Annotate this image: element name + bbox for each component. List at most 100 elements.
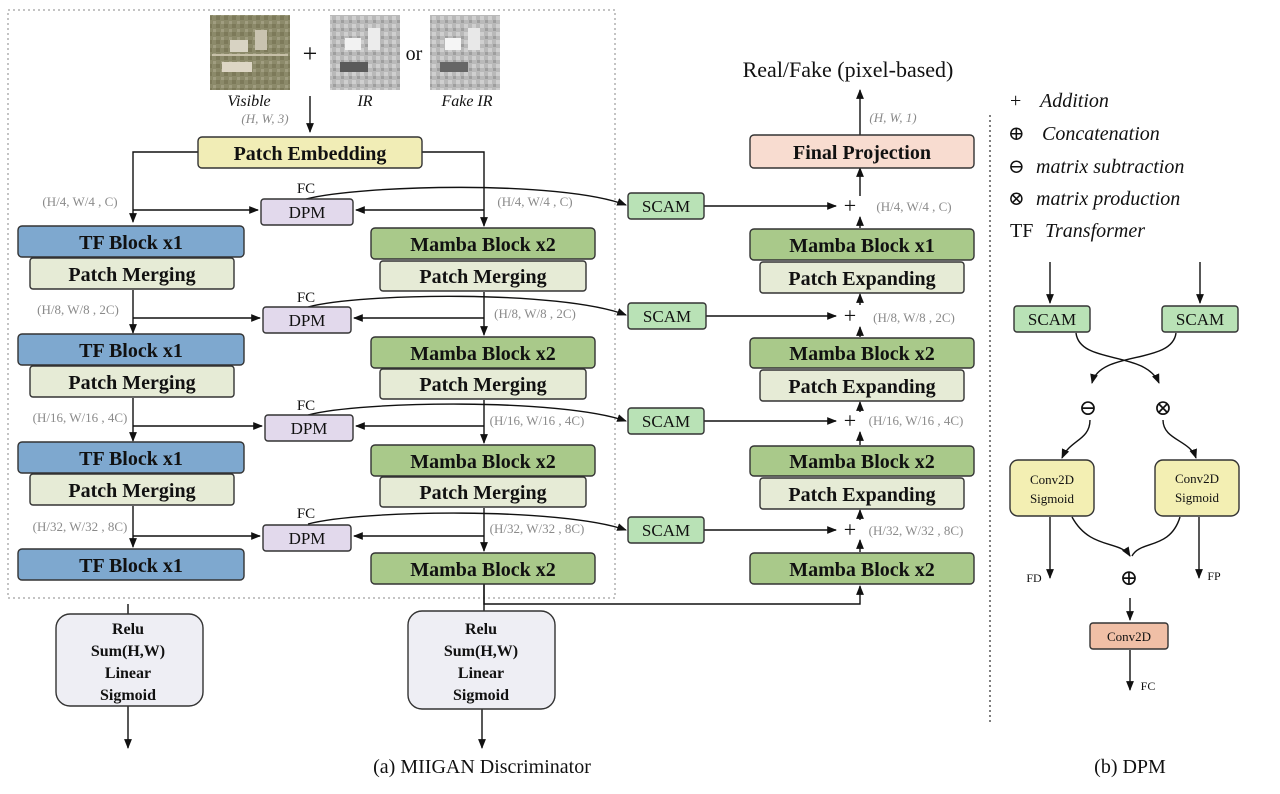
mamba-column (370, 227, 596, 585)
visible-label: Visible (227, 93, 270, 110)
middle-head-line-1: Relu (465, 621, 497, 638)
shape-right-2: (H/8, W/8 , 2C) (873, 310, 955, 325)
detail-conv2d-label: Conv2D (1107, 629, 1151, 644)
scam-boxes (627, 192, 707, 544)
fc-label-3: FC (297, 398, 315, 414)
dpm-boxes (260, 198, 354, 552)
scam-label-1: SCAM (642, 197, 690, 216)
detail-scam-left-label: SCAM (1028, 310, 1076, 329)
legend: + Addition ⊕ Concatenation ⊖ matrix subt… (1008, 90, 1184, 242)
tf-block-1-label: TF Block x1 (79, 232, 183, 254)
add-sign-1: + (844, 193, 856, 218)
shape-right-3: (H/16, W/16 , 4C) (869, 413, 964, 428)
fake-ir-label: Fake IR (440, 93, 492, 110)
patch-merging-mid-2-label: Patch Merging (419, 374, 546, 396)
dpm-detail (1009, 262, 1240, 691)
patch-merging-mid-3-label: Patch Merging (419, 482, 546, 504)
add-sign-4: + (844, 517, 856, 542)
tf-block-3-label: TF Block x1 (79, 448, 183, 470)
middle-head-line-2: Sum(H,W) (444, 643, 518, 660)
patch-embedding-label: Patch Embedding (234, 143, 387, 165)
left-head-line-1: Relu (112, 621, 144, 638)
mamba-block-1-label: Mamba Block x2 (410, 234, 556, 256)
bottleneck-arrow (483, 584, 864, 605)
detail-conv-left-line-1: Conv2D (1030, 472, 1074, 487)
left-head-line-3: Linear (105, 665, 151, 682)
detail-fc-label: FC (1141, 679, 1156, 693)
output-shape-label: (H, W, 1) (869, 110, 916, 125)
dpm-label-3: DPM (291, 419, 328, 438)
patch-merging-left-3-label: Patch Merging (68, 480, 195, 502)
tf-block-2-label: TF Block x1 (79, 340, 183, 362)
decoder-mamba-3-label: Mamba Block x2 (789, 451, 935, 473)
shape-mid-4: (H/32, W/32 , 8C) (490, 521, 585, 536)
middle-head-line-3: Linear (458, 665, 504, 682)
patch-merging-mid-1-label: Patch Merging (419, 266, 546, 288)
add-sign-3: + (844, 408, 856, 433)
or-label: or (406, 43, 423, 65)
patch-merging-left-1-label: Patch Merging (68, 264, 195, 286)
middle-head-line-4: Sigmoid (453, 687, 509, 704)
dpm-label-1: DPM (289, 203, 326, 222)
decoder-mamba-4-label: Mamba Block x2 (789, 559, 935, 581)
detail-conv-left-line-2: Sigmoid (1030, 491, 1075, 506)
patch-merging-left-2-label: Patch Merging (68, 372, 195, 394)
mamba-block-3-label: Mamba Block x2 (410, 451, 556, 473)
decoder-mamba-2-label: Mamba Block x2 (789, 343, 935, 365)
detail-fd-label: FD (1026, 571, 1042, 585)
embed-to-mamba-arrow (422, 151, 488, 227)
final-projection-label: Final Projection (793, 142, 931, 164)
add-sign-2: + (844, 303, 856, 328)
mamba-block-2-label: Mamba Block x2 (410, 343, 556, 365)
scam-to-add-arrows (704, 202, 837, 534)
fc-label-4: FC (297, 506, 315, 522)
detail-fp-label: FP (1207, 569, 1221, 583)
final-projection-block (749, 134, 975, 169)
left-head-line-4: Sigmoid (100, 687, 156, 704)
caption-b: (b) DPM (1094, 756, 1166, 778)
scam-label-3: SCAM (642, 412, 690, 431)
shape-right-1: (H/4, W/4 , C) (876, 199, 951, 214)
detail-times-symbol: ⊗ (1154, 395, 1172, 420)
shape-left-4: (H/32, W/32 , 8C) (33, 519, 128, 534)
middle-head-block (407, 610, 556, 710)
discriminator-region (7, 9, 616, 599)
visible-image (210, 15, 290, 90)
fc-label-2: FC (297, 290, 315, 306)
mamba-x1-label: Mamba Block x1 (789, 235, 935, 257)
ir-label: IR (356, 93, 372, 110)
embed-to-tf-arrow (129, 151, 198, 223)
ir-image (330, 15, 400, 90)
shape-mid-3: (H/16, W/16 , 4C) (490, 413, 585, 428)
output-label: Real/Fake (pixel-based) (743, 57, 954, 82)
shape-mid-2: (H/8, W/8 , 2C) (494, 306, 576, 321)
legend-text-3: matrix subtraction (1036, 156, 1184, 178)
patch-expanding-3-label: Patch Expanding (788, 484, 935, 506)
mamba-block-4-label: Mamba Block x2 (410, 559, 556, 581)
dpm-connectors (133, 206, 484, 540)
detail-conv-left-box (1009, 459, 1095, 517)
legend-symbol-3: ⊖ (1008, 156, 1025, 178)
left-head-line-2: Sum(H,W) (91, 643, 165, 660)
patch-expanding-1-label: Patch Expanding (788, 268, 935, 290)
detail-conv-right-box (1154, 459, 1240, 517)
shape-left-2: (H/8, W/8 , 2C) (37, 302, 119, 317)
legend-text-1: Addition (1038, 90, 1109, 112)
shape-right-4: (H/32, W/32 , 8C) (869, 523, 964, 538)
fake-ir-image (430, 15, 500, 90)
scam-label-4: SCAM (642, 521, 690, 540)
detail-minus-symbol: ⊖ (1079, 395, 1097, 420)
scam-label-2: SCAM (643, 307, 691, 326)
legend-symbol-2: ⊕ (1008, 123, 1025, 145)
fc-curves (305, 186, 627, 531)
detail-conv2d-box (1089, 622, 1169, 650)
patch-expanding-2-label: Patch Expanding (788, 376, 935, 398)
left-head-block (55, 613, 204, 707)
shape-left-3: (H/16, W/16 , 4C) (33, 410, 128, 425)
patch-embedding-block (197, 136, 423, 169)
detail-scam-right-label: SCAM (1176, 310, 1224, 329)
input-shape-label: (H, W, 3) (241, 111, 288, 126)
dpm-label-2: DPM (289, 311, 326, 330)
legend-text-4: matrix production (1036, 188, 1180, 210)
